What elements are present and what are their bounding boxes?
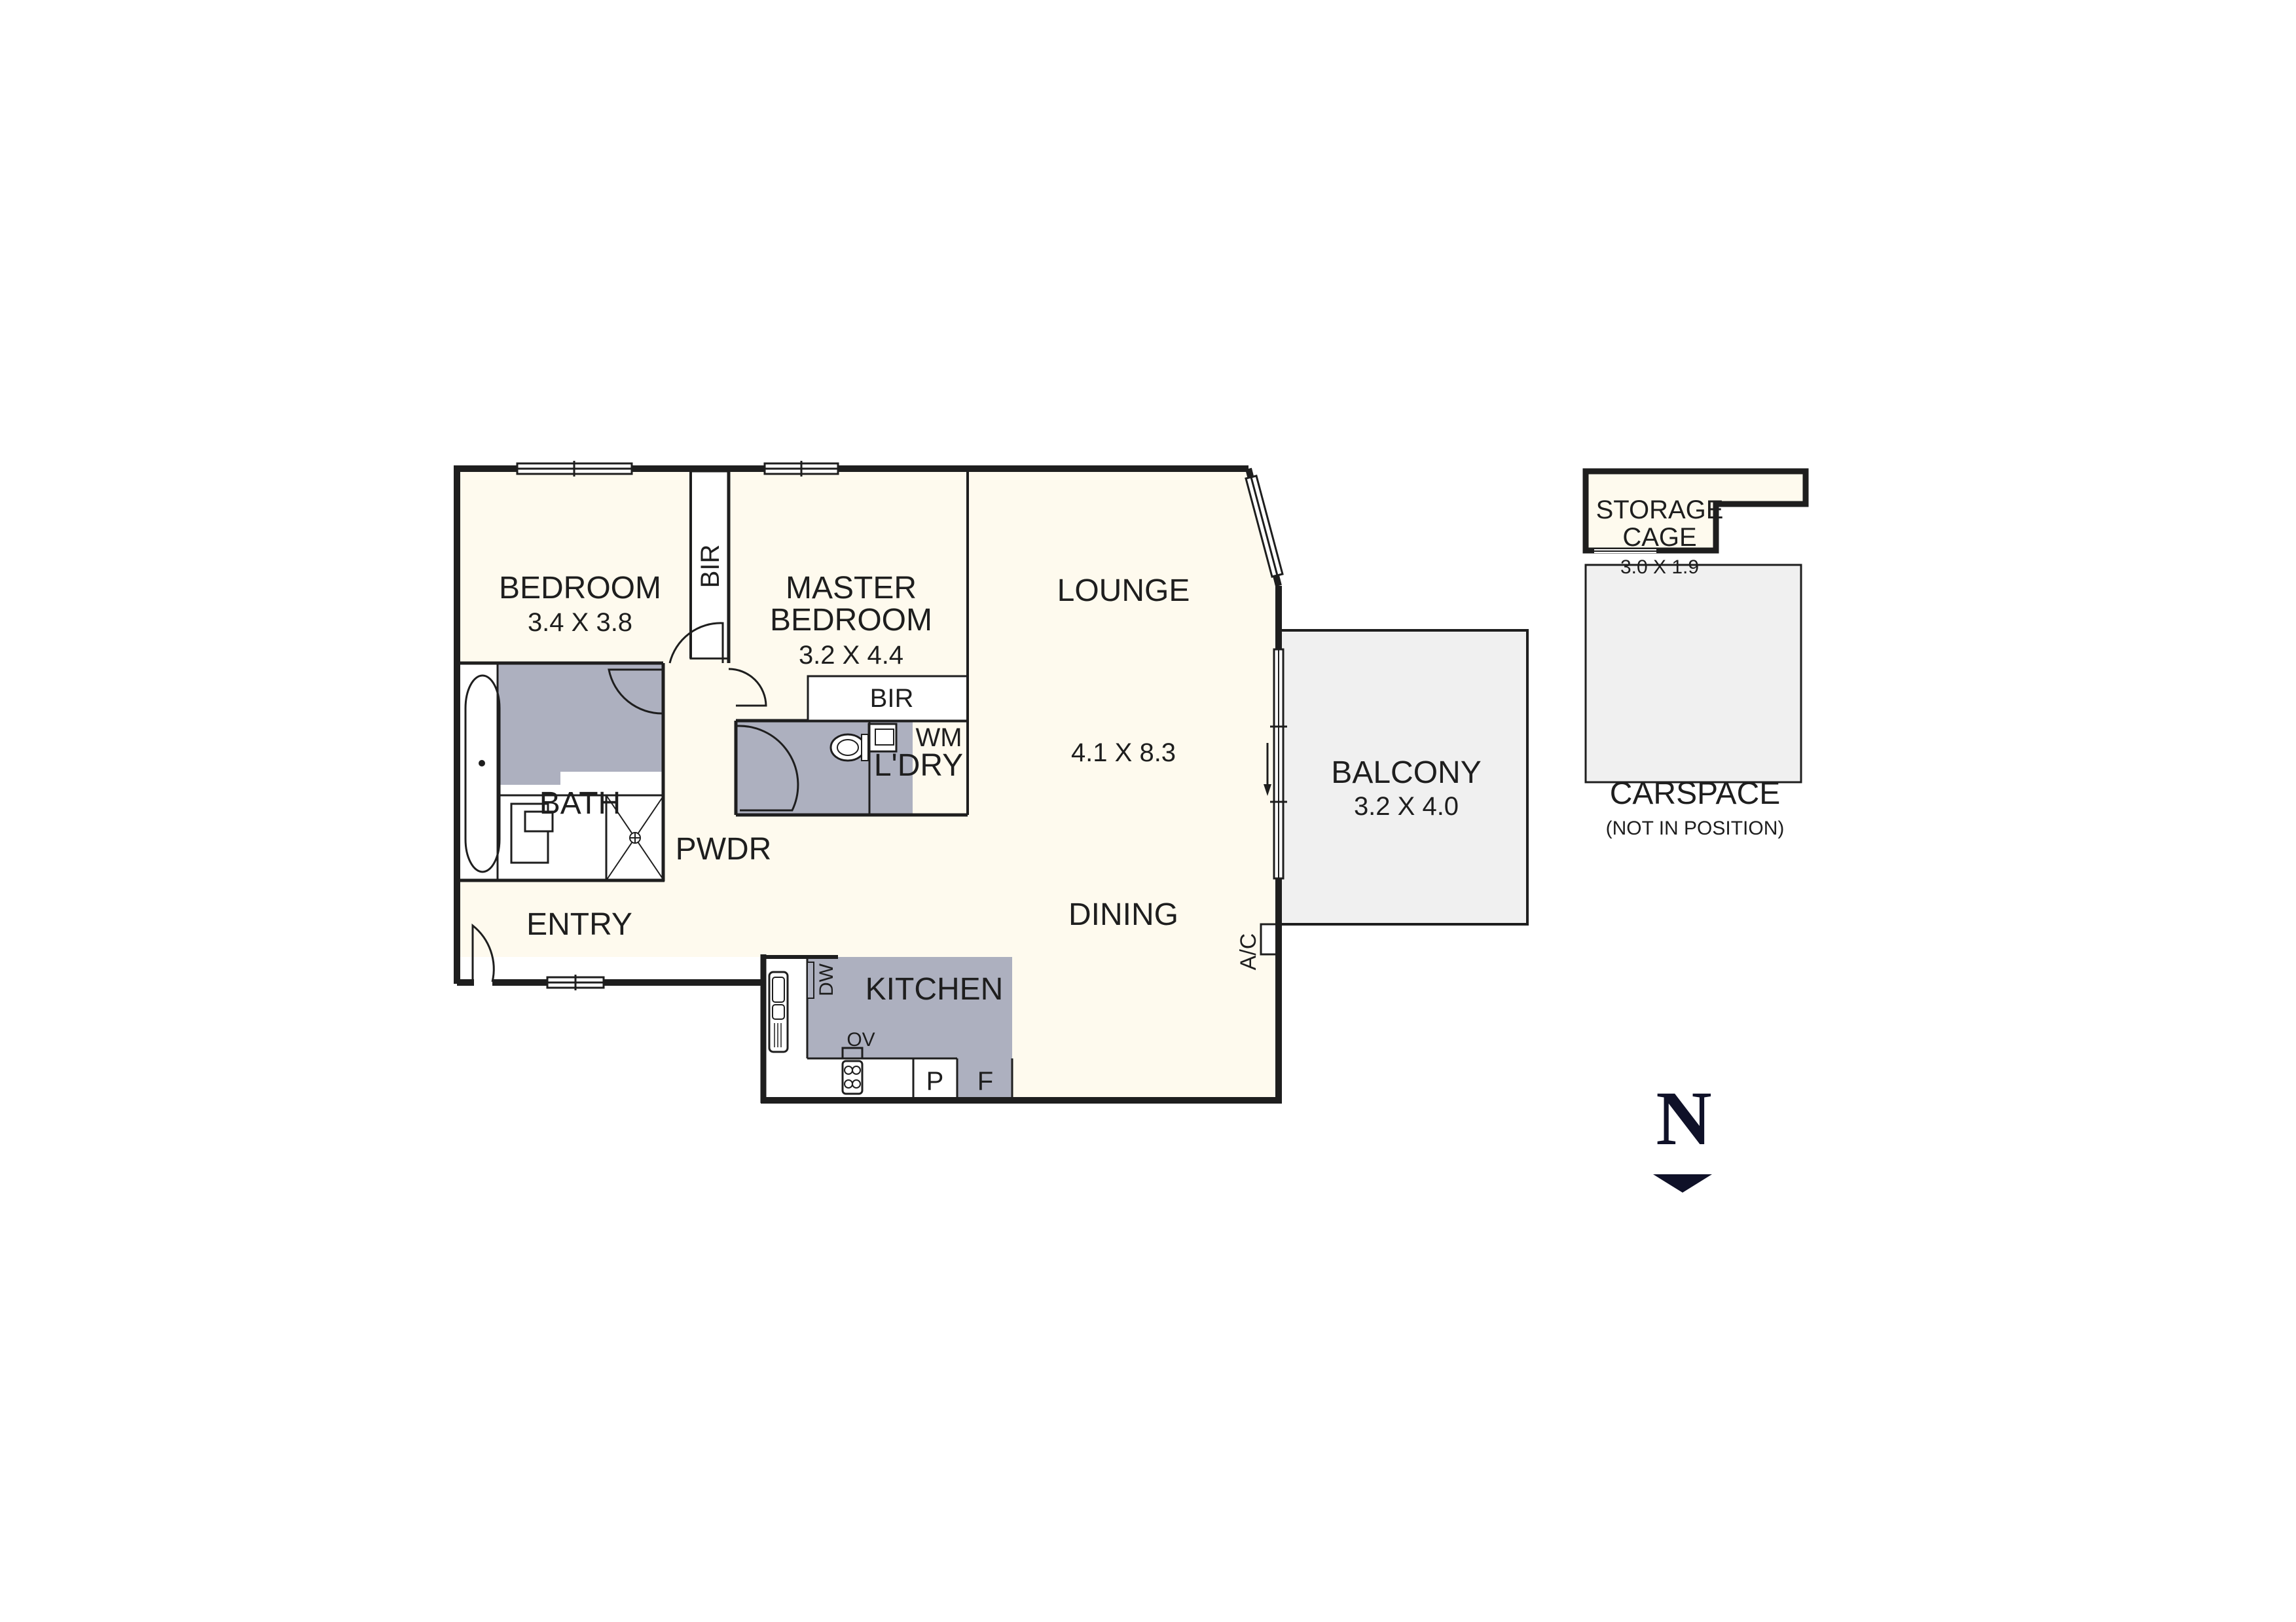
- bedroom-size: 3.4 X 3.8: [528, 608, 632, 637]
- bir-1-label: BIR: [696, 545, 725, 588]
- bathtub-icon: [464, 674, 501, 873]
- carspace-area: [1584, 564, 1802, 784]
- lounge-label: LOUNGE: [1057, 573, 1190, 608]
- sliding-door-arrow-icon: [1264, 743, 1271, 796]
- carspace-label: CARSPACE: [1610, 776, 1781, 811]
- balcony-area: [1279, 629, 1529, 926]
- interior-walls: [668, 471, 969, 815]
- master-bedroom-label-2: BEDROOM: [770, 603, 932, 638]
- balcony-size: 3.2 X 4.0: [1354, 792, 1459, 821]
- bedroom-label: BEDROOM: [499, 571, 661, 605]
- fridge-label: F: [977, 1067, 993, 1096]
- balcony-label: BALCONY: [1331, 755, 1481, 790]
- storage-cage-size: 3.0 X 1.9: [1620, 556, 1699, 578]
- wm-label: WM: [915, 723, 962, 752]
- oven-icon: [841, 1047, 864, 1060]
- cooktop-icon: [841, 1060, 864, 1095]
- windows: [516, 461, 1287, 990]
- master-bedroom-label-1: MASTER: [786, 571, 917, 605]
- ac-label: A/C: [1236, 933, 1261, 971]
- sink-icon: [768, 971, 789, 1053]
- north-label: N: [1656, 1075, 1711, 1161]
- carspace-note: (NOT IN POSITION): [1606, 818, 1785, 839]
- laundry-label: L'DRY: [874, 748, 963, 783]
- entry-label: ENTRY: [526, 907, 632, 942]
- ov-label: OV: [847, 1029, 875, 1051]
- ac-unit: [1260, 923, 1278, 956]
- storage-cage-area: [1582, 468, 1809, 554]
- north-arrow-icon: [1653, 1174, 1712, 1193]
- pwdr-label: PWDR: [676, 832, 772, 867]
- lounge-size: 4.1 X 8.3: [1071, 738, 1176, 767]
- dishwasher-icon: [807, 962, 814, 999]
- pwdr-door: [737, 725, 799, 812]
- bir-2-area: [807, 675, 969, 722]
- toilet-icon: [829, 733, 869, 762]
- bath-label: BATH: [539, 786, 621, 821]
- pantry-label: P: [926, 1067, 944, 1096]
- storage-cage-label-2: CAGE: [1622, 523, 1696, 552]
- bir-2-label: BIR: [870, 684, 914, 713]
- dining-label: DINING: [1068, 897, 1178, 932]
- bath-door: [608, 668, 664, 715]
- north-compass-icon: N: [1653, 1075, 1712, 1193]
- entry-door: [471, 923, 495, 982]
- master-bedroom-size: 3.2 X 4.4: [799, 641, 903, 670]
- kitchen-label: KITCHEN: [866, 972, 1004, 1007]
- dw-label: DW: [816, 963, 837, 996]
- storage-cage-label-1: STORAGE: [1596, 496, 1724, 524]
